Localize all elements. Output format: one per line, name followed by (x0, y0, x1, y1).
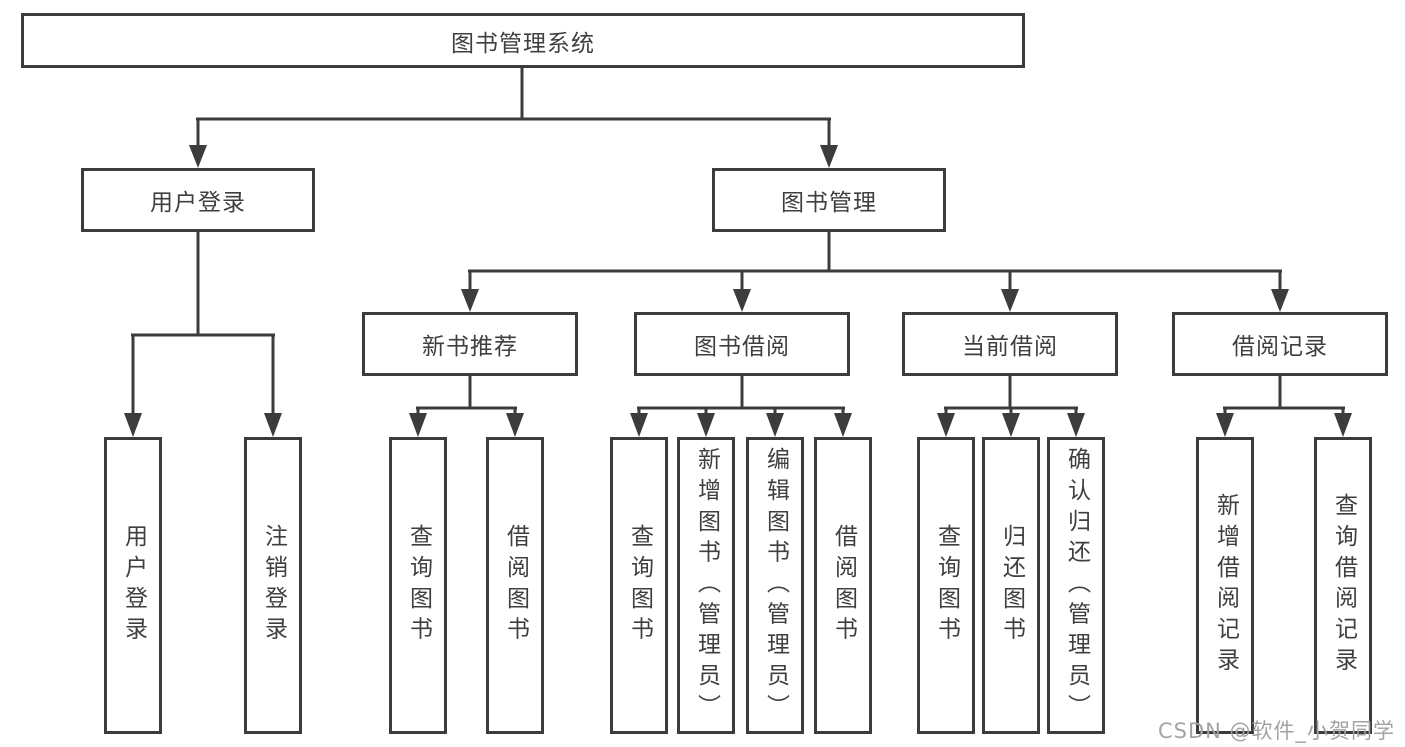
node-label: 用户登录 (120, 523, 147, 648)
node-leaf-return-books: 归还图书 (982, 437, 1040, 734)
node-user-login: 用户登录 (81, 168, 315, 232)
node-label: 图书管理 (781, 190, 877, 216)
node-label: 编辑图书（管理员） (762, 446, 789, 725)
branch-root-to-level2 (189, 67, 838, 168)
node-label: 新书推荐 (422, 334, 518, 360)
node-leaf-borrow-books-recommend: 借阅图书 (486, 437, 544, 734)
node-label: 归还图书 (998, 523, 1025, 648)
node-label: 借阅图书 (502, 523, 529, 648)
node-label: 查询图书 (626, 523, 653, 648)
node-label: 查询图书 (933, 523, 960, 648)
node-label: 用户登录 (150, 190, 246, 216)
node-label: 当前借阅 (962, 334, 1058, 360)
node-leaf-query-books-current: 查询图书 (917, 437, 975, 734)
branch-user-login-to-leaves (124, 232, 282, 437)
node-current-borrowing: 当前借阅 (902, 312, 1118, 376)
node-label: 图书管理系统 (451, 30, 595, 57)
node-leaf-query-books-borrow: 查询图书 (610, 437, 668, 734)
branch-book-management-to-level3 (461, 232, 1289, 312)
csdn-watermark: CSDN @软件_小贺同学 (1158, 719, 1396, 743)
node-leaf-confirm-return-admin: 确认归还（管理员） (1047, 437, 1105, 734)
branch-borrow-record-to-leaves (1216, 376, 1352, 437)
branch-new-book-recommend-to-leaves (409, 376, 524, 437)
node-leaf-logout: 注销登录 (244, 437, 302, 734)
branch-current-borrow-to-leaves (937, 376, 1085, 437)
node-label: 图书借阅 (694, 334, 790, 360)
node-label: 新增图书（管理员） (693, 446, 720, 725)
node-leaf-add-borrow-record: 新增借阅记录 (1196, 437, 1254, 734)
node-book-management: 图书管理 (712, 168, 946, 232)
node-leaf-edit-books-admin: 编辑图书（管理员） (746, 437, 804, 734)
node-borrowing-records: 借阅记录 (1172, 312, 1388, 376)
branch-book-borrow-to-leaves (630, 376, 852, 437)
node-leaf-user-login: 用户登录 (104, 437, 162, 734)
node-label: 注销登录 (260, 523, 287, 648)
node-leaf-borrow-books: 借阅图书 (814, 437, 872, 734)
node-leaf-query-borrow-record: 查询借阅记录 (1314, 437, 1372, 734)
node-label: 查询图书 (405, 523, 432, 648)
node-leaf-query-books-recommend: 查询图书 (389, 437, 447, 734)
node-label: 查询借阅记录 (1330, 493, 1357, 678)
node-label: 确认归还（管理员） (1063, 446, 1090, 725)
node-book-borrowing: 图书借阅 (634, 312, 850, 376)
node-leaf-add-books-admin: 新增图书（管理员） (677, 437, 735, 734)
node-label: 借阅记录 (1232, 334, 1328, 360)
node-new-book-recommendation: 新书推荐 (362, 312, 578, 376)
node-label: 新增借阅记录 (1212, 493, 1239, 678)
node-label: 借阅图书 (830, 523, 857, 648)
node-library-management-system: 图书管理系统 (21, 13, 1025, 68)
